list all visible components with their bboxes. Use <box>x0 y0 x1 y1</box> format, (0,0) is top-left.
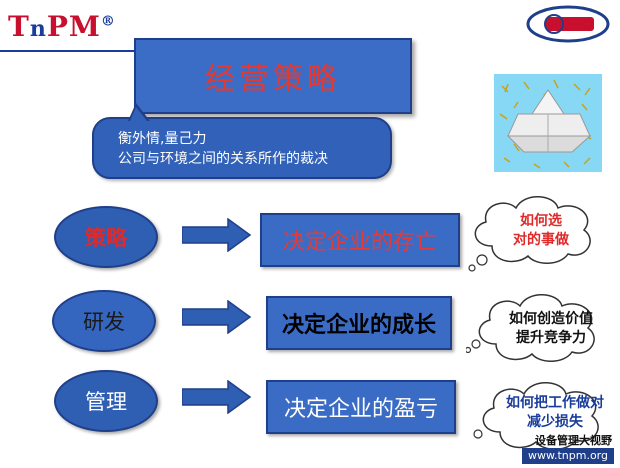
thought-cloud-2 <box>466 294 595 362</box>
paper-hat-picture <box>494 74 602 172</box>
cloud-text-1: 如何选 对的事做 <box>513 213 569 248</box>
thought-cloud-1 <box>468 196 591 272</box>
subtitle-line-1: 衡外情,量己力 <box>118 131 207 147</box>
oval-strategy: 策略 <box>54 206 158 268</box>
cloud-text-3: 如何把工作做对 减少损失 <box>506 395 604 430</box>
arrow-right-icon <box>182 300 252 334</box>
logo-underline <box>0 50 200 52</box>
result-growth: 决定企业的成长 <box>266 296 452 350</box>
tpm-badge-icon <box>526 5 610 43</box>
watermark-brand: 设备管理大视野 <box>535 434 612 447</box>
arrow-right-icon <box>182 380 252 414</box>
page-title: 经营策略 <box>134 38 412 114</box>
arrow-right-icon <box>182 218 252 252</box>
callout-tail-fill <box>130 107 147 121</box>
oval-management: 管理 <box>54 370 158 432</box>
subtitle-line-2: 公司与环境之间的关系所作的裁决 <box>118 151 328 167</box>
result-profit-loss: 决定企业的盈亏 <box>266 380 456 434</box>
oval-rnd: 研发 <box>52 290 156 352</box>
cloud-text-2: 如何创造价值 提升竞争力 <box>509 311 593 346</box>
watermark-url[interactable]: www.tnpm.org <box>522 448 614 464</box>
tnpm-logo: TnPM® <box>8 10 116 43</box>
thought-cloud-3 <box>473 382 599 450</box>
result-survival: 决定企业的存亡 <box>260 213 460 267</box>
subtitle-callout: 衡外情,量己力 公司与环境之间的关系所作的裁决 <box>92 103 392 179</box>
